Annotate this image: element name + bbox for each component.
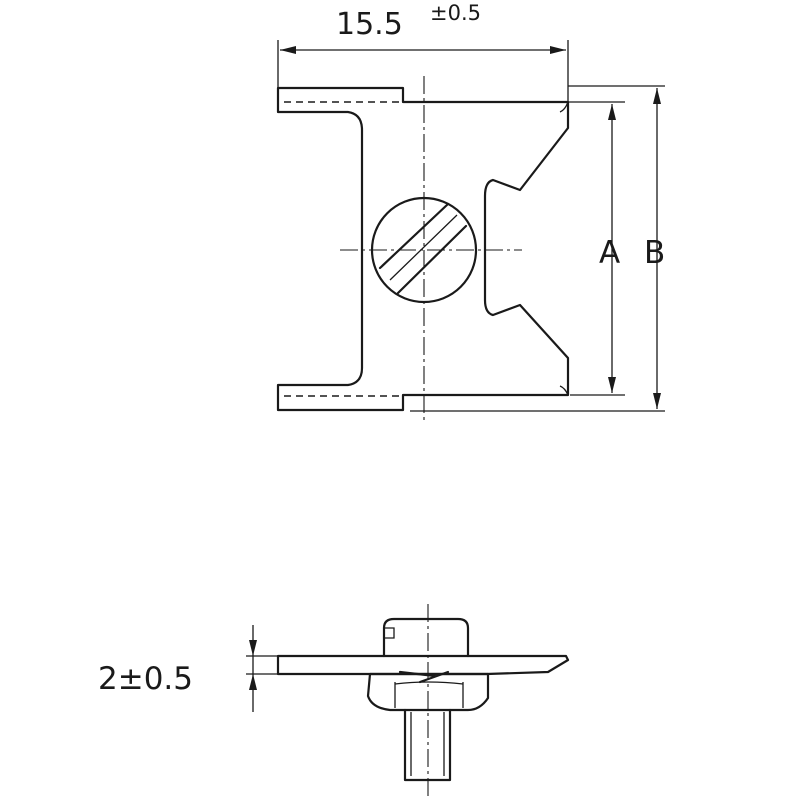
- side-slot-line-1: [398, 670, 437, 678]
- right-bend-upper: [559, 101, 569, 113]
- width-tolerance: ±0.5: [430, 1, 481, 25]
- screw-slot-edge-1: [378, 202, 450, 270]
- label-b: B: [644, 235, 665, 271]
- arrowhead-a-bottom: [608, 377, 616, 393]
- arrowhead-b-bottom: [653, 393, 661, 409]
- arrowhead-b-top: [653, 88, 661, 104]
- side-nut-top: [394, 681, 464, 685]
- side-view: 2±0.5: [98, 604, 570, 800]
- right-bend-lower: [559, 385, 569, 396]
- arrowhead-a-top: [608, 104, 616, 120]
- side-nut: [366, 672, 490, 712]
- thickness-arrow-bottom: [249, 674, 257, 690]
- side-screw-head: [382, 617, 470, 658]
- width-value: 15.5: [336, 7, 403, 42]
- clip-outline: [276, 86, 570, 412]
- thickness-label: 2±0.5: [98, 661, 193, 697]
- arrowhead-left: [280, 46, 296, 54]
- side-plate: [276, 654, 570, 676]
- plan-view: 15.5 ±0.5 A B: [276, 1, 665, 422]
- side-screw-slot: [384, 627, 395, 639]
- thickness-arrow-top: [249, 640, 257, 656]
- screw-slot-edge-2: [396, 224, 468, 295]
- arrowhead-right: [550, 46, 566, 54]
- screw-slot-inner: [389, 214, 458, 281]
- label-a: A: [599, 235, 620, 271]
- side-slot-line-2: [418, 670, 450, 684]
